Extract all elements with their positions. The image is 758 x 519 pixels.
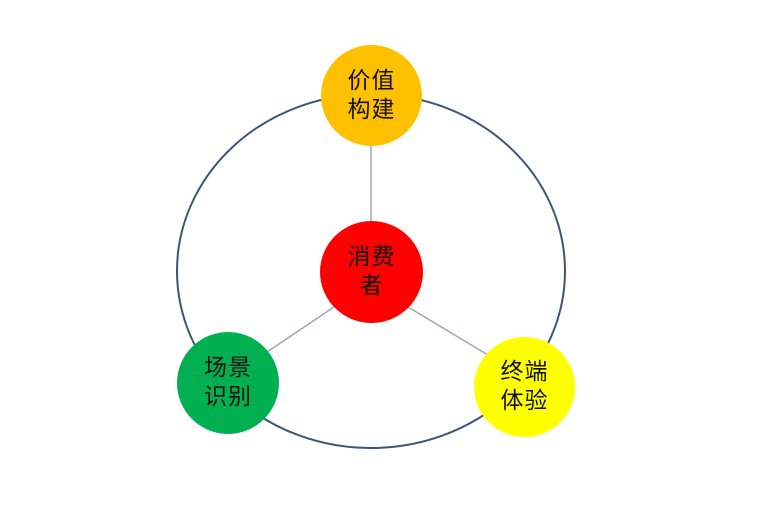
node-value: 价值 构建 — [321, 45, 422, 146]
node-label-line: 构建 — [347, 96, 396, 123]
node-label-line: 消费 — [347, 244, 396, 270]
connector-scene — [266, 306, 335, 353]
node-label-line: 场景 — [204, 355, 252, 381]
node-label-line: 者 — [359, 273, 384, 299]
node-label-line: 价值 — [347, 67, 396, 94]
connector-terminal — [407, 306, 489, 356]
node-label-line: 体验 — [500, 388, 549, 414]
node-consumer: 消费 者 — [320, 221, 423, 323]
node-label-line: 识别 — [204, 384, 252, 410]
node-label-line: 终端 — [500, 359, 549, 385]
node-scene: 场景 识别 — [177, 332, 279, 434]
node-terminal: 终端 体验 — [474, 337, 575, 437]
